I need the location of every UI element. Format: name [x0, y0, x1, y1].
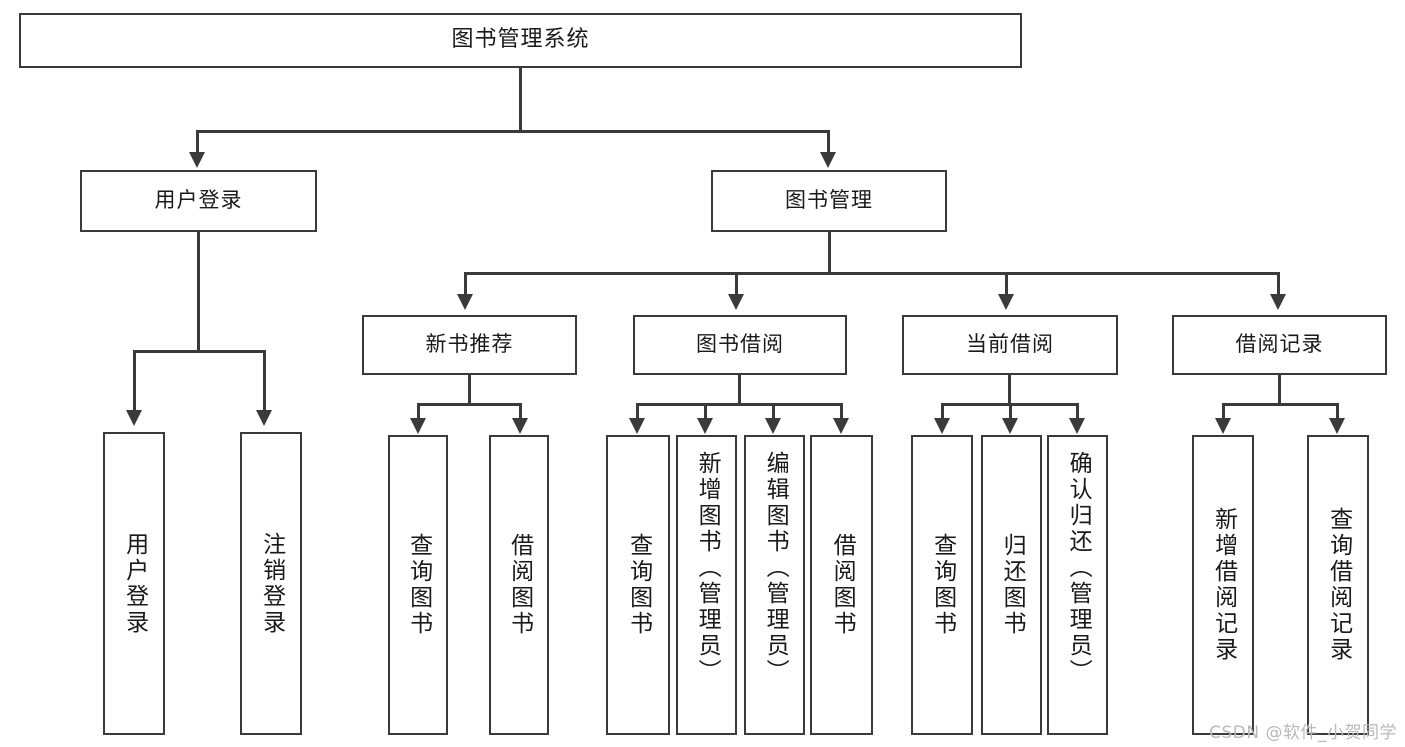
node-label: 借阅图书 — [506, 533, 533, 637]
node-label: 查询图书 — [405, 533, 432, 637]
node-label: 借阅记录 — [1235, 332, 1324, 357]
node-label: 借阅图书 — [829, 533, 856, 637]
node-label: 当前借阅 — [966, 332, 1054, 357]
connector-drop-leaf-add-book — [704, 403, 707, 421]
connector-drop-leaf-return-book — [1009, 403, 1012, 421]
leaf-确认归还-管理员[interactable]: 确认归还（管理员） — [1047, 435, 1108, 735]
leaf-借阅图书-图书借阅[interactable]: 借阅图书 — [810, 435, 873, 735]
connector-new-book-recommend-bar — [417, 403, 522, 406]
node-label: 编辑图书（管理员） — [762, 451, 789, 685]
connector-drop-new-book-recommend — [464, 272, 467, 295]
connector-drop-leaf-add-record — [1222, 403, 1225, 421]
connector-root-stem — [519, 68, 522, 130]
node-新书推荐[interactable]: 新书推荐 — [362, 315, 577, 375]
node-label: 新增借阅记录 — [1210, 507, 1237, 663]
connector-new-book-recommend-stem — [468, 375, 471, 405]
connector-root-bar — [196, 130, 828, 133]
node-用户登录[interactable]: 用户登录 — [80, 170, 317, 232]
leaf-借阅图书-新书推荐[interactable]: 借阅图书 — [489, 435, 549, 735]
arrowhead-leaf-query-record — [1329, 418, 1345, 434]
node-label: 用户登录 — [154, 188, 243, 213]
arrowhead-leaf-return-book — [1002, 418, 1018, 434]
node-当前借阅[interactable]: 当前借阅 — [902, 315, 1118, 375]
arrowhead-new-book-recommend — [457, 294, 473, 310]
connector-drop-book-borrow — [735, 272, 738, 295]
arrowhead-leaf-user-login — [126, 410, 142, 426]
connector-drop-leaf-user-logout — [263, 350, 266, 412]
node-label: 新书推荐 — [425, 332, 514, 357]
node-label: 新增图书（管理员） — [694, 451, 721, 685]
node-label: 注销登录 — [258, 531, 285, 636]
connector-drop-leaf-query-book-2 — [636, 403, 639, 421]
node-label: 归还图书 — [999, 533, 1026, 637]
node-label: 图书管理系统 — [451, 27, 590, 53]
node-label: 查询图书 — [625, 533, 652, 637]
arrowhead-leaf-query-book-2 — [629, 418, 645, 434]
connector-drop-leaf-user-login — [133, 350, 136, 412]
connector-drop-current-borrow — [1005, 272, 1008, 295]
leaf-新增图书-管理员[interactable]: 新增图书（管理员） — [676, 435, 737, 735]
node-借阅记录[interactable]: 借阅记录 — [1172, 315, 1387, 375]
node-label: 图书借阅 — [696, 332, 784, 357]
arrowhead-borrow-record — [1270, 294, 1286, 310]
arrowhead-book-management — [820, 152, 836, 168]
node-label: 用户登录 — [121, 531, 148, 636]
leaf-查询图书-新书推荐[interactable]: 查询图书 — [388, 435, 448, 735]
node-图书借阅[interactable]: 图书借阅 — [633, 315, 847, 375]
leaf-新增借阅记录[interactable]: 新增借阅记录 — [1192, 435, 1254, 735]
connector-drop-book-management — [827, 130, 830, 154]
connector-drop-leaf-borrow-book-2 — [840, 403, 843, 421]
connector-drop-user-login — [196, 130, 199, 154]
connector-current-borrow-stem — [1008, 375, 1011, 405]
leaf-查询图书-图书借阅[interactable]: 查询图书 — [606, 435, 670, 735]
connector-book-management-bar — [464, 272, 1280, 275]
node-图书管理[interactable]: 图书管理 — [711, 170, 947, 232]
watermark-text: CSDN @软件_小贺同学 — [1209, 723, 1397, 743]
arrowhead-leaf-add-book — [697, 418, 713, 434]
connector-drop-borrow-record — [1277, 272, 1280, 295]
leaf-查询借阅记录[interactable]: 查询借阅记录 — [1307, 435, 1369, 735]
node-label: 查询借阅记录 — [1325, 507, 1352, 663]
connector-book-borrow-bar — [636, 403, 843, 406]
connector-borrow-record-stem — [1278, 375, 1281, 405]
connector-drop-leaf-query-record — [1336, 403, 1339, 421]
leaf-编辑图书-管理员[interactable]: 编辑图书（管理员） — [744, 435, 805, 735]
arrowhead-leaf-edit-book — [765, 418, 781, 434]
connector-drop-leaf-query-book-3 — [941, 403, 944, 421]
connector-drop-leaf-query-book-1 — [417, 403, 420, 421]
arrowhead-leaf-confirm-return — [1069, 418, 1085, 434]
arrowhead-leaf-query-book-1 — [410, 418, 426, 434]
connector-book-management-stem — [828, 232, 831, 274]
connector-drop-leaf-borrow-book-1 — [519, 403, 522, 421]
arrowhead-current-borrow — [998, 294, 1014, 310]
arrowhead-leaf-borrow-book-1 — [512, 418, 528, 434]
arrowhead-user-login — [189, 152, 205, 168]
connector-borrow-record-bar — [1222, 403, 1339, 406]
node-root-图书管理系统[interactable]: 图书管理系统 — [19, 13, 1022, 68]
leaf-注销登录[interactable]: 注销登录 — [240, 432, 302, 735]
connector-book-borrow-stem — [738, 375, 741, 405]
connector-user-login-bar — [133, 350, 266, 353]
leaf-查询图书-当前借阅[interactable]: 查询图书 — [911, 435, 973, 735]
arrowhead-leaf-query-book-3 — [934, 418, 950, 434]
connector-drop-leaf-confirm-return — [1076, 403, 1079, 421]
leaf-用户登录[interactable]: 用户登录 — [103, 432, 165, 735]
connector-user-login-stem — [197, 232, 200, 350]
arrowhead-leaf-add-record — [1215, 418, 1231, 434]
leaf-归还图书[interactable]: 归还图书 — [981, 435, 1042, 735]
node-label: 确认归还（管理员） — [1065, 451, 1092, 685]
connector-drop-leaf-edit-book — [772, 403, 775, 421]
node-label: 查询图书 — [929, 533, 956, 637]
arrowhead-book-borrow — [728, 294, 744, 310]
arrowhead-leaf-borrow-book-2 — [833, 418, 849, 434]
arrowhead-leaf-user-logout — [256, 410, 272, 426]
node-label: 图书管理 — [785, 188, 873, 213]
